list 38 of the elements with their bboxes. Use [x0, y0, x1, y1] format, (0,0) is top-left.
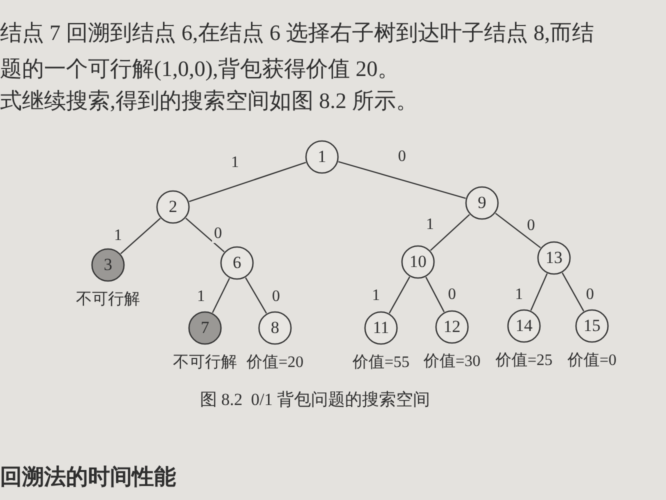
tree-node: 9 [465, 186, 499, 220]
body-text-line: 题的一个可行解(1,0,0),背包获得价值 20。 [0, 55, 400, 83]
node-caption: 不可行解 [173, 353, 237, 373]
tree-edge [388, 276, 410, 314]
tree-node: 14 [507, 309, 541, 343]
tree-edge [425, 276, 445, 312]
shaded-tree-node: 7 [188, 311, 222, 345]
tree-node: 1 [305, 140, 339, 174]
tree-node: 2 [156, 190, 190, 224]
figure-caption: 图 8.2 0/1 背包问题的搜索空间 [200, 389, 430, 411]
tree-node: 15 [575, 309, 609, 343]
section-heading: 回溯法的时间性能 [0, 464, 176, 492]
tree-node: 6 [220, 246, 254, 280]
tree-edge [245, 277, 267, 314]
tree-edge [185, 218, 225, 252]
tree-node: 8 [258, 311, 292, 345]
body-text-line: 式继续搜索,得到的搜索空间如图 8.2 所示。 [0, 87, 418, 115]
tree-node: 10 [401, 245, 435, 279]
node-caption: 价值=55 [352, 353, 410, 373]
tree-edge [430, 214, 470, 251]
tree-edge [495, 212, 541, 248]
node-caption: 价值=25 [495, 351, 553, 371]
tree-node: 13 [537, 241, 571, 275]
tree-node: 12 [435, 310, 469, 344]
edge-label: 0 [212, 225, 224, 243]
tree-node: 11 [364, 311, 398, 345]
tree-edge [212, 278, 230, 314]
node-caption: 不可行解 [76, 290, 140, 310]
tree-edge [562, 272, 584, 312]
body-text-line: 结点 7 回溯到结点 6,在结点 6 选择右子树到达叶子结点 8,而结 [0, 19, 594, 47]
tree-edge [188, 162, 306, 202]
tree-edge [530, 273, 548, 311]
tree-edge [338, 161, 466, 199]
node-caption: 价值=0 [567, 351, 617, 371]
shaded-tree-node: 3 [91, 248, 125, 282]
tree-edge [120, 218, 161, 254]
node-caption: 价值=30 [423, 352, 481, 372]
node-caption: 价值=20 [246, 353, 304, 373]
